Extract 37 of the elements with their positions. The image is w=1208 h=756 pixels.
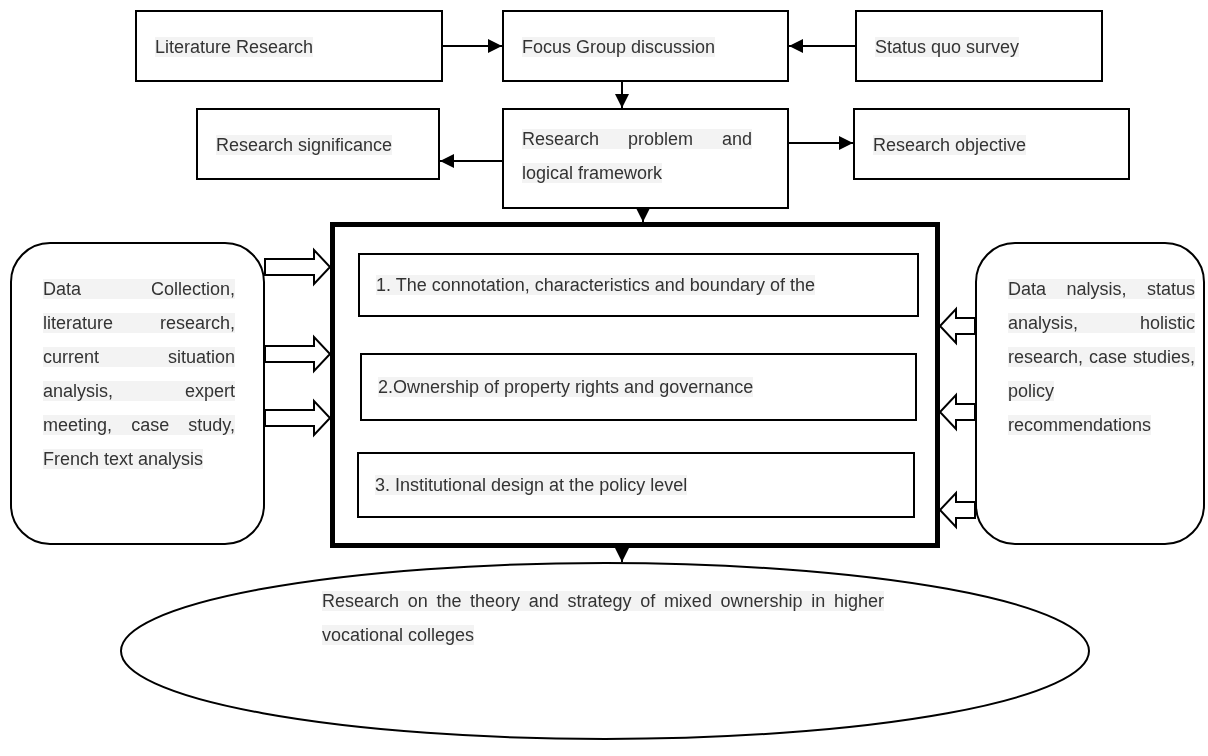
process-box [853, 108, 1130, 180]
container-box [330, 222, 940, 548]
arrow [788, 136, 854, 150]
process-box [135, 10, 443, 82]
arrow [442, 39, 503, 53]
block-arrow [264, 247, 332, 287]
arrow [788, 39, 856, 53]
process-box [357, 452, 915, 518]
arrow [439, 154, 503, 168]
node-text: Data Collection, literature research, current situation analysis, expert meeting, case study, French text analysis [43, 278, 235, 471]
node-text: 3. Institutional design at the policy level [375, 474, 689, 497]
process-box [502, 10, 789, 82]
node-text: Research problem and logical framework [522, 128, 752, 185]
method-box [10, 242, 265, 545]
node-text: Research significance [216, 134, 394, 157]
node-text: Literature Research [155, 36, 315, 59]
process-box [358, 253, 919, 317]
node-text: Focus Group discussion [522, 36, 717, 59]
block-arrow [938, 392, 976, 432]
node-text: Data nalysis, status analysis, holistic research, case studies, policy recommendations [1008, 278, 1195, 437]
arrow [615, 81, 629, 109]
node-text: 1. The connotation, characteristics and boundary of the [376, 274, 816, 297]
process-box [502, 108, 789, 209]
process-box [360, 353, 917, 421]
result-ellipse [120, 562, 1090, 740]
node-text: Status quo survey [875, 36, 1021, 59]
node-text: 2.Ownership of property rights and governance [378, 376, 755, 399]
block-arrow [264, 334, 332, 374]
block-arrow [938, 490, 976, 530]
arrow [615, 547, 629, 563]
block-arrow [264, 398, 332, 438]
node-text: Research objective [873, 134, 1028, 157]
arrow [636, 208, 650, 223]
process-box [855, 10, 1103, 82]
method-box [975, 242, 1205, 545]
block-arrow [938, 306, 976, 346]
process-box [196, 108, 440, 180]
